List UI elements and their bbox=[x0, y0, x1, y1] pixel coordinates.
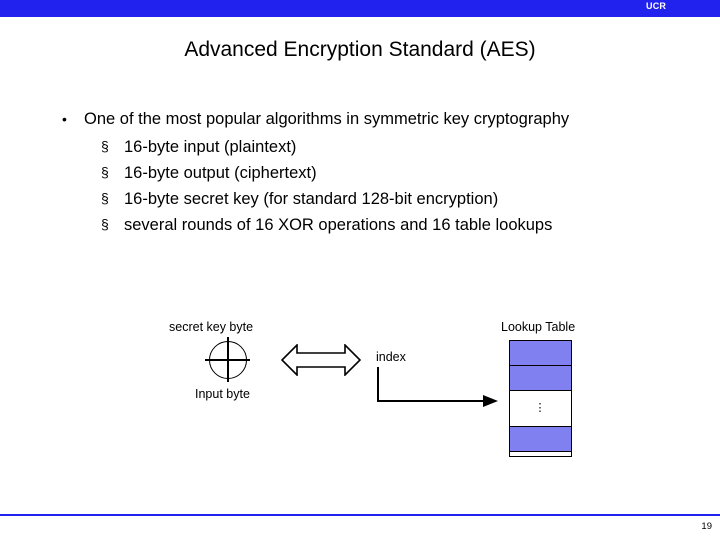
lookup-table-row bbox=[510, 366, 571, 391]
bullet-marker-section: § bbox=[101, 190, 109, 206]
xor-icon bbox=[205, 337, 250, 382]
bullet-level2-text: 16-byte secret key (for standard 128-bit… bbox=[124, 190, 499, 208]
bullet-level2-item: § 16-byte input (plaintext) bbox=[44, 134, 704, 160]
double-arrow-icon bbox=[281, 344, 361, 376]
index-label: index bbox=[376, 350, 406, 364]
bullet-level2-item: § 16-byte output (ciphertext) bbox=[44, 160, 704, 186]
lookup-table-ellipsis: ⋮ bbox=[534, 402, 547, 414]
secret-key-byte-label: secret key byte bbox=[169, 320, 254, 334]
bullet-level1-text: One of the most popular algorithms in sy… bbox=[84, 110, 570, 128]
bullet-marker-dot: • bbox=[62, 111, 67, 127]
banner-label: UCR bbox=[646, 1, 667, 11]
bullet-marker-section: § bbox=[101, 164, 109, 180]
bullet-list: • One of the most popular algorithms in … bbox=[44, 106, 704, 238]
page-title: Advanced Encryption Standard (AES) bbox=[184, 38, 536, 61]
bullet-level2-item: § 16-byte secret key (for standard 128-b… bbox=[44, 186, 704, 212]
bullet-level1: • One of the most popular algorithms in … bbox=[44, 106, 704, 132]
lookup-table-row bbox=[510, 427, 571, 452]
bullet-level2-item: § several rounds of 16 XOR operations an… bbox=[44, 212, 704, 238]
lookup-table-row-gap: ⋮ bbox=[510, 391, 571, 427]
bullet-marker-section: § bbox=[101, 138, 109, 154]
bullet-level2-text: several rounds of 16 XOR operations and … bbox=[124, 216, 553, 234]
footer-rule bbox=[0, 514, 720, 516]
lookup-table: ⋮ bbox=[509, 340, 572, 457]
lookup-table-row bbox=[510, 341, 571, 366]
top-banner bbox=[0, 0, 720, 17]
lookup-table-label: Lookup Table bbox=[501, 320, 576, 334]
page-number: 19 bbox=[701, 521, 712, 532]
index-to-table-arrow-icon bbox=[377, 367, 498, 407]
bullet-level2-text: 16-byte output (ciphertext) bbox=[124, 164, 317, 182]
input-byte-label: Input byte bbox=[195, 387, 250, 401]
bullet-marker-section: § bbox=[101, 216, 109, 232]
bullet-level2-text: 16-byte input (plaintext) bbox=[124, 138, 297, 156]
